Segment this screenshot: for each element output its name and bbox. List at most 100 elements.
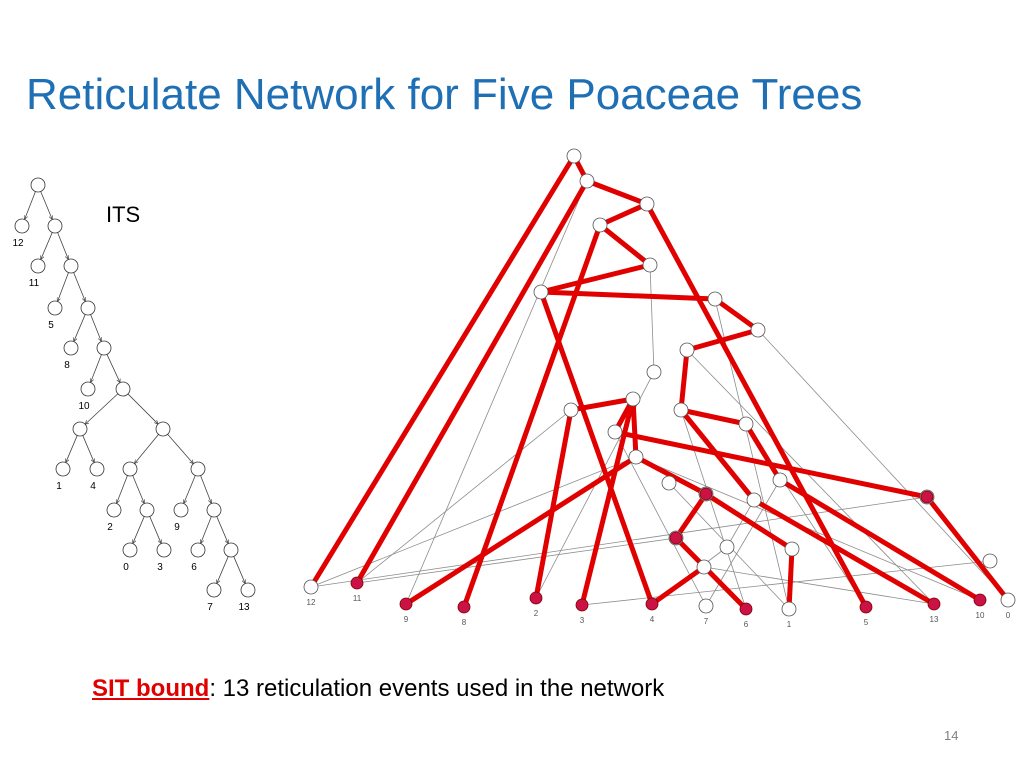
network-internal-node [533,284,549,300]
tree-edge [127,393,158,424]
network-leaf-label: 4 [650,615,655,624]
network-edge [686,349,934,604]
network-leaf-label: 3 [580,616,585,625]
network-leaf-node [575,598,589,612]
network-leaf-label: 13 [930,615,939,624]
tree-edge [57,232,69,259]
network-internal-node [642,257,658,273]
network-leaf-label: 7 [704,617,709,626]
tree-internal-node [63,258,79,274]
tree-leaf-label: 7 [207,602,213,613]
tree-internal-node [80,300,96,316]
tree-edge [117,475,128,504]
highlighted-edge [703,491,795,552]
network-leaf-label: 12 [307,598,316,607]
network-leaf-node [781,601,797,617]
highlighted-edge [751,497,937,607]
tree-edge [85,393,119,424]
network-leaf-node [927,597,941,611]
tree-edge [90,314,102,341]
highlighted-edge [678,347,690,413]
highlighted-edge [649,564,707,607]
tree-edge [66,435,78,462]
tree-leaf-label: 3 [157,562,163,573]
network-leaf-node [645,597,659,611]
tree-internal-node [206,502,222,518]
network-leaf-node [350,576,364,590]
tree-leaf-label: 12 [12,238,24,249]
tree-leaf-node [89,461,105,477]
network-edge [406,180,588,604]
tree-edge [132,475,145,503]
network-leaf-label: 10 [976,611,985,620]
tree-edge [133,516,145,543]
network-edge [727,499,755,547]
network-leaf-label: 1 [787,620,792,629]
tree-leaf-node [47,300,63,316]
network-leaf-label: 2 [534,609,539,618]
network-leaf-node [859,600,873,614]
network-internal-node [646,364,662,380]
network-internal-node [579,173,595,189]
network-leaf-label: 5 [864,618,869,627]
network-internal-node [707,291,723,307]
tree-edge [40,191,53,219]
tree-internal-node [96,340,112,356]
tree-edge [41,232,53,259]
highlighted-edge [678,407,749,427]
tree-leaf-label: 11 [29,278,40,289]
network-internal-node [696,559,712,575]
highlighted-edge [533,407,574,601]
tree-leaf-node [206,582,222,598]
tree-leaf-label: 13 [238,602,250,613]
highlighted-edge [673,491,709,541]
network-edge [614,431,706,606]
reticulation-node [699,487,713,501]
highlighted-edge [712,296,761,333]
network-leaf-label: 11 [353,594,362,603]
network-leaf-node [1000,592,1016,608]
network-leaf-label: 6 [744,620,749,629]
tree-leaf-node [190,542,206,558]
tree-leaf-label: 0 [123,562,129,573]
sit-bound-label: SIT bound [92,675,210,702]
highlighted-edge [403,454,639,607]
tree-leaf-label: 5 [48,320,54,331]
tree-edge [217,556,229,583]
network-edge [311,496,928,587]
highlighted-edge [786,546,795,612]
tree-leaf-label: 2 [107,522,113,533]
network-edge [311,456,637,587]
tree-edge [74,314,86,341]
network-leaf-node [529,591,543,605]
tree-leaf-node [80,381,96,397]
tree-internal-node [72,421,88,437]
tree-edge [184,475,196,503]
tree-edge [82,435,95,462]
tree-leaf-node [14,218,30,234]
network-leaf-node [739,602,753,616]
network-internal-node [607,424,623,440]
tree-edge [57,272,69,302]
network-internal-node [679,342,695,358]
highlighted-edge [308,153,577,590]
tree-internal-node [122,461,138,477]
network-edge [703,566,934,604]
tree-internal-node [30,177,46,193]
network-leaf-node [698,598,714,614]
tree-internal-node [223,542,239,558]
network-leaf-label: 8 [462,618,467,627]
tree-leaf-label: 8 [64,360,70,371]
tree-edge [73,272,86,301]
network-internal-node [772,472,788,488]
highlighted-edge [354,178,590,586]
tree-internal-node [115,381,131,397]
tree-edge [149,516,162,543]
network-leaf-node [303,579,319,595]
tree-edge [200,475,212,504]
network-edge [757,329,1008,600]
highlighted-edge [743,421,783,483]
tree-edge [167,434,194,463]
network-internal-node [746,492,762,508]
